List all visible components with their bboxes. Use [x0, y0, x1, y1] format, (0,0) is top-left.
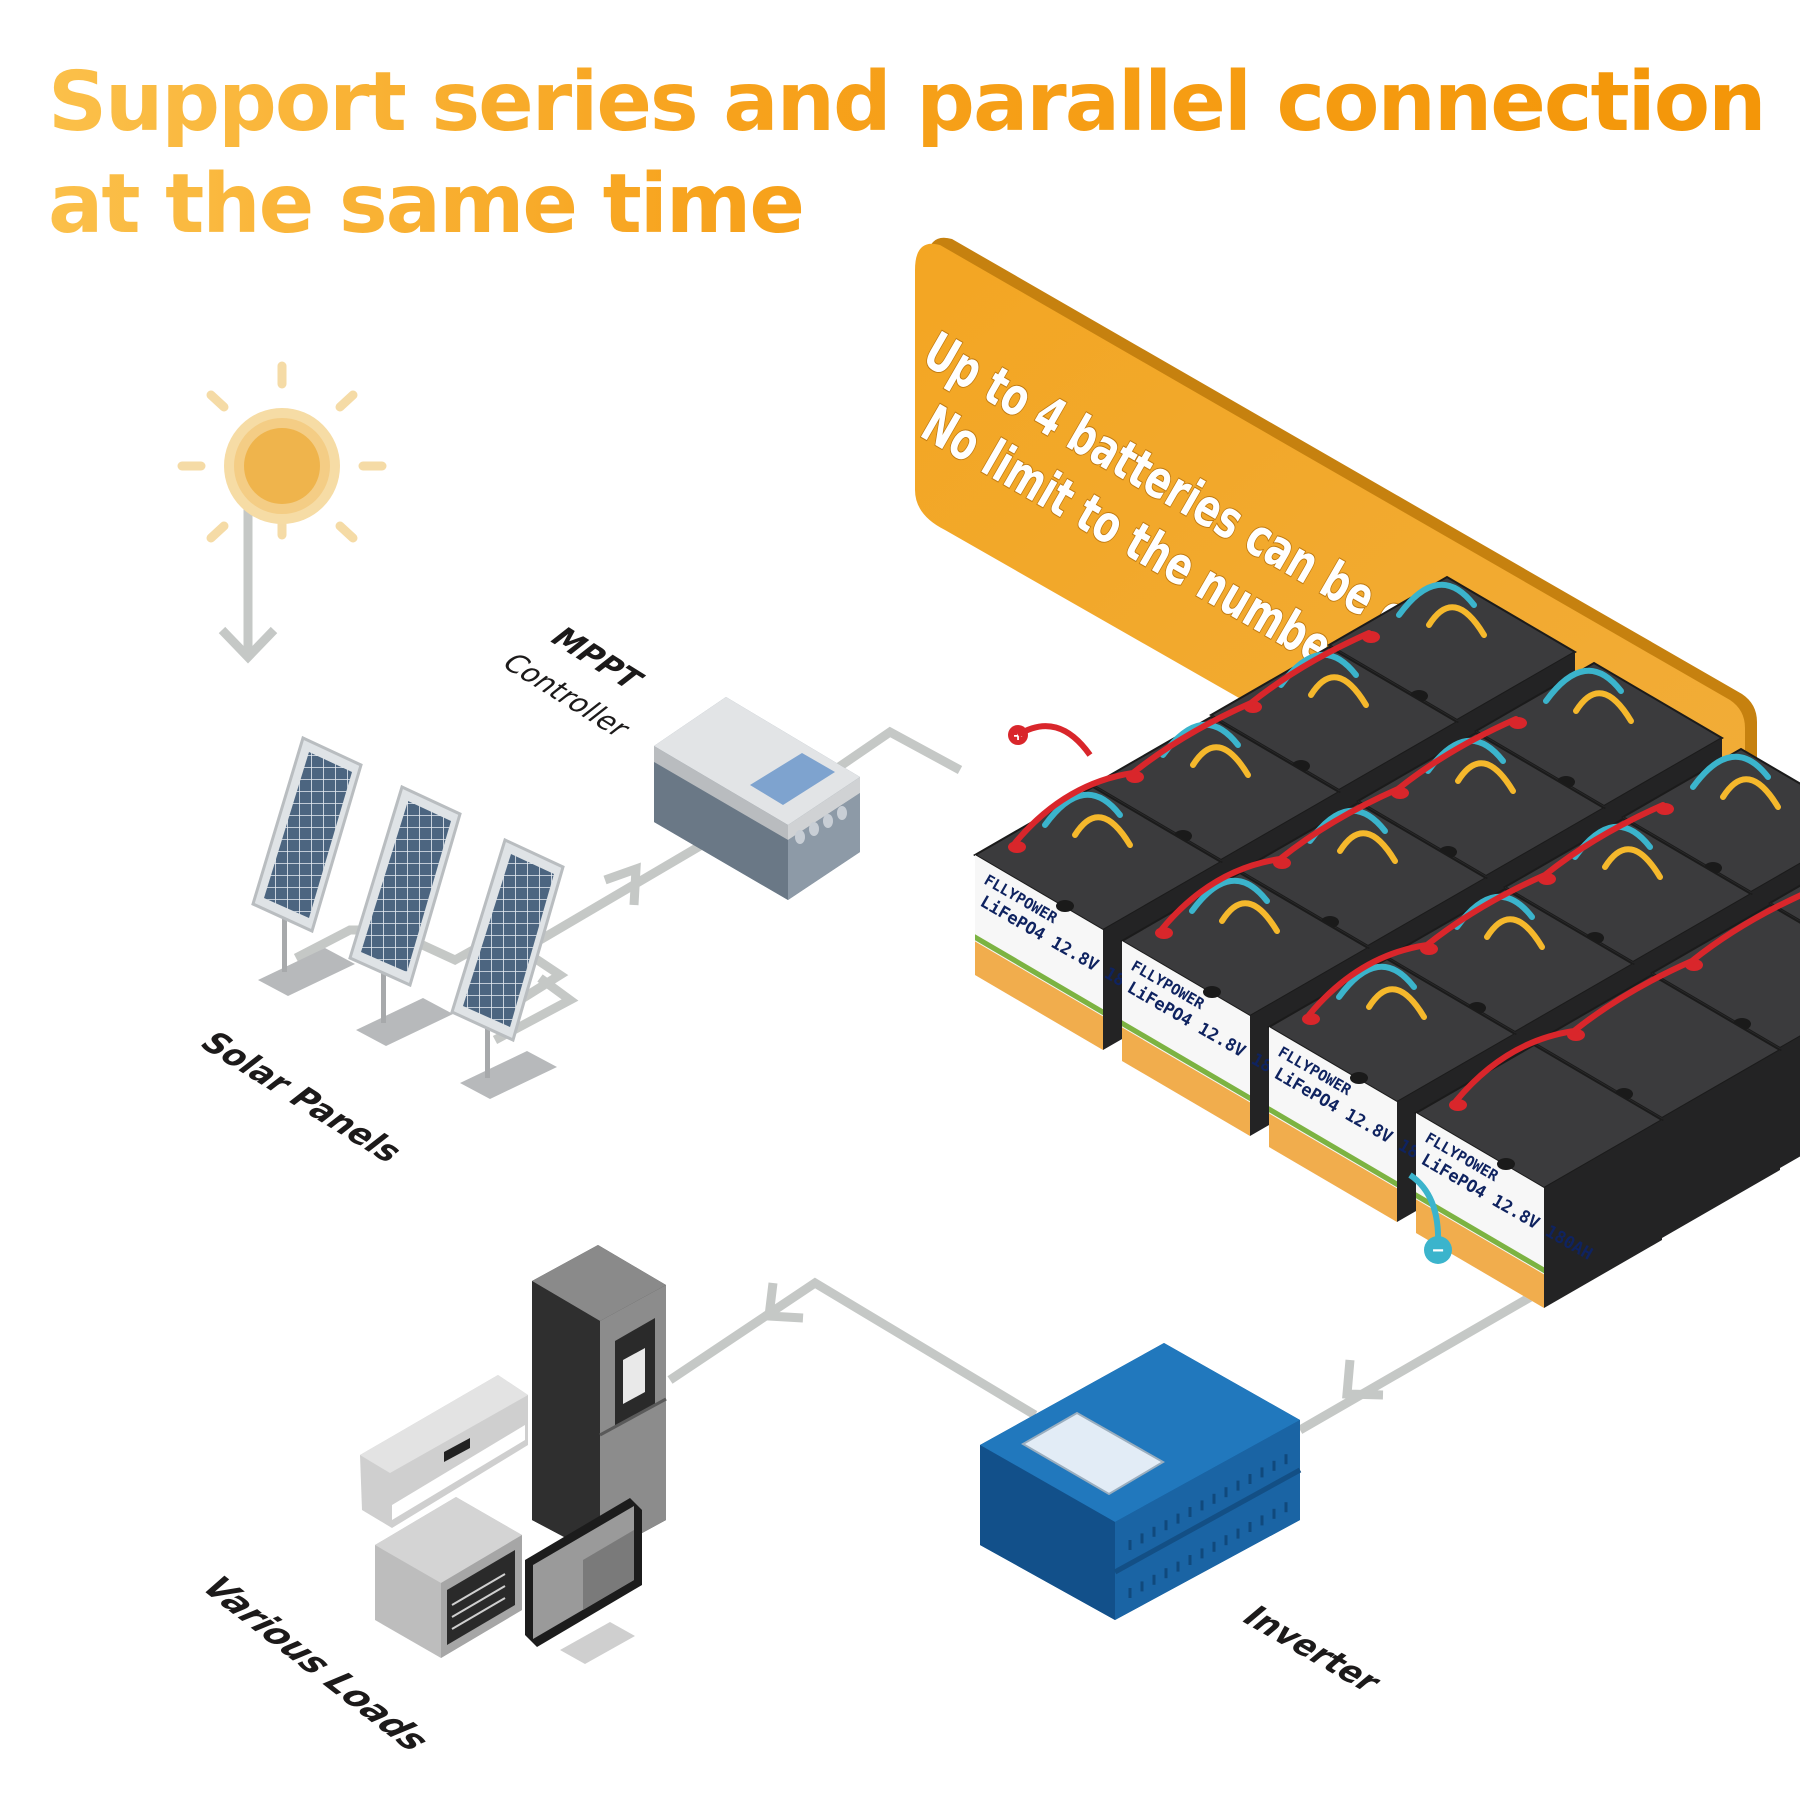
- monitor-icon: [525, 1498, 642, 1664]
- refrigerator-icon: [532, 1245, 667, 1556]
- inverter: [980, 1343, 1302, 1620]
- negative-terminal-icon: [1203, 986, 1221, 998]
- mppt-controller: [654, 697, 860, 900]
- solar-panel-1: [251, 735, 363, 996]
- mppt-display-icon: [750, 753, 835, 805]
- arrow-sun-head-icon: [218, 626, 278, 664]
- arrow-to-mppt-icon: [603, 862, 641, 906]
- sun-icon: [177, 361, 387, 543]
- inverter-display-icon: [1021, 1411, 1165, 1496]
- various-loads: [360, 1245, 667, 1664]
- flow-line-panel-links: [293, 925, 569, 1004]
- arrow-to-loads-icon: [763, 1282, 804, 1323]
- negative-terminal-icon: [1350, 1072, 1368, 1084]
- svg-text:−: −: [1432, 1240, 1444, 1262]
- flow-arrows: [218, 485, 1384, 1400]
- negative-badge-icon: −: [1408, 1172, 1452, 1264]
- inverter-label: Inverter: [1234, 1599, 1392, 1698]
- negative-terminal-icon: [1497, 1158, 1515, 1170]
- solar-panels-label: Solar Panels: [192, 1025, 413, 1168]
- flow-line-panel-bus: [492, 974, 579, 1044]
- flow-line-panels-to-mppt: [537, 842, 703, 944]
- arrow-to-inverter-icon: [1342, 1359, 1384, 1400]
- svg-text:+: +: [1013, 728, 1022, 745]
- oven-icon: [375, 1497, 522, 1658]
- solar-panel-3: [450, 837, 565, 1099]
- solar-panel-2: [348, 784, 462, 1046]
- solar-panels: [251, 735, 565, 1099]
- flow-line-mppt-to-battery: [817, 726, 963, 784]
- negative-terminal-icon: [1056, 900, 1074, 912]
- air-conditioner-icon: [360, 1375, 528, 1528]
- flow-line-inverter-to-loads: [667, 1277, 1038, 1419]
- battery-cables: [1012, 581, 1800, 1104]
- positive-badge-icon: +: [1008, 723, 1093, 757]
